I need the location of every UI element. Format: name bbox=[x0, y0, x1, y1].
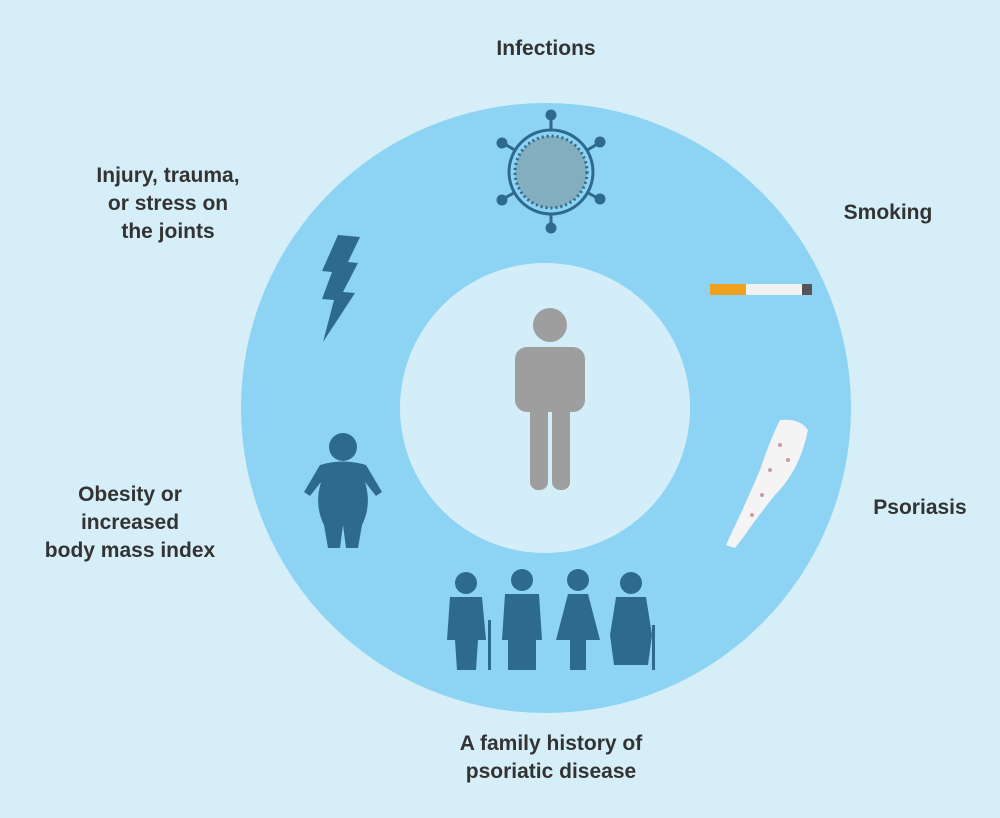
label-obesity-line1: Obesity or bbox=[78, 483, 182, 506]
label-injury-line1: Injury, trauma, bbox=[96, 164, 239, 187]
label-obesity-line3: body mass index bbox=[45, 539, 216, 562]
label-injury-line3: the joints bbox=[121, 220, 214, 243]
cigarette-icon bbox=[710, 284, 812, 295]
obese-person-icon bbox=[304, 433, 382, 548]
label-psoriasis: Psoriasis bbox=[873, 496, 966, 519]
person-icon bbox=[515, 308, 585, 490]
label-smoking: Smoking bbox=[844, 201, 933, 224]
label-family-line1: A family history of bbox=[460, 732, 643, 755]
label-infections: Infections bbox=[496, 37, 595, 60]
label-obesity-line2: increased bbox=[81, 511, 179, 534]
label-injury-line2: or stress on bbox=[108, 192, 228, 215]
label-family-line2: psoriatic disease bbox=[466, 760, 636, 783]
psoriasis-arm-icon bbox=[726, 419, 808, 548]
family-icon bbox=[447, 569, 655, 670]
virus-icon bbox=[496, 109, 606, 234]
lightning-icon bbox=[322, 235, 360, 342]
